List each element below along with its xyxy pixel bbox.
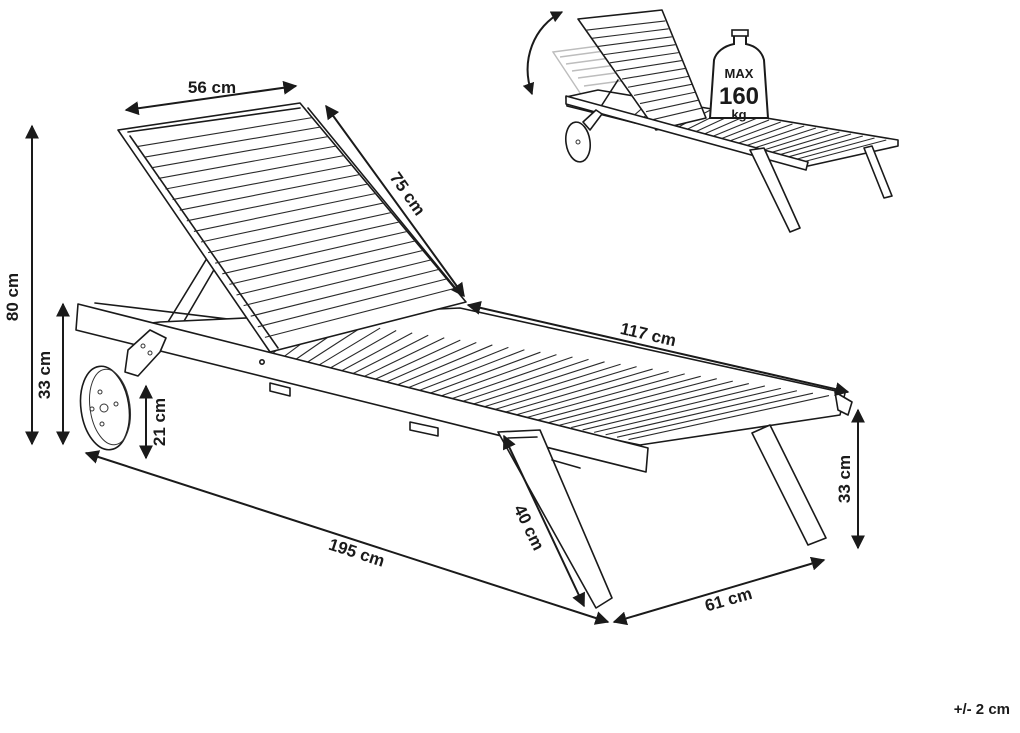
inset-backrest-slat [597,36,672,48]
seat-slat [318,329,397,375]
label-frame-height: 33 cm [35,351,54,399]
inset-backrest-slat [621,67,686,80]
inset-backrest-slat [615,59,682,72]
backrest-slat [151,135,329,169]
inset-seat-slat [739,125,805,149]
weight-value: 160 [719,83,759,110]
inset-backrest-slat [639,91,696,105]
inset-seat-slat [756,129,828,153]
inset-backrest-slat [651,107,702,121]
seat-slat [352,337,445,383]
inset-seat-slat [730,123,793,147]
backrest-slat [165,154,345,190]
inset-backrest-slat [591,28,669,39]
weight-limit-icon: MAX 160 kg [708,29,770,122]
main-lounger-drawing [75,102,853,609]
inset-backrest-slat [609,52,679,64]
label-wheel-height: 21 cm [150,398,169,446]
seat-slat [616,392,814,438]
seat-slat [628,395,830,441]
label-backrest-width: 56 cm [188,78,236,97]
seat-slat [330,332,413,378]
inset-seat-slat [799,139,887,164]
inset-seat-slat [790,137,875,162]
backrest-slat [137,116,313,148]
label-front-height: 33 cm [835,455,854,503]
seat-slat [341,334,429,380]
inset-backrest-slat [633,83,692,96]
inset-backrest-slat [645,99,699,113]
inset-seat-slat [722,121,781,145]
dimension-lines [25,80,865,626]
backrest-slat [172,164,353,201]
inset-lounger-drawing: MAX 160 kg [522,9,899,233]
weight-max-label: MAX [725,66,754,81]
inset-backrest-slats [585,20,702,121]
inset-seat-slat [713,119,770,143]
inset-backrest-slat [585,20,666,31]
label-total-height: 80 cm [3,273,22,321]
inset-seat-slat [748,127,817,151]
inset-seat-slat [782,135,863,160]
inset-backrest-slat [603,44,676,56]
inset-seat-slat [773,133,852,157]
backrest-slat [144,126,321,158]
inset-seat-slat [765,131,840,155]
seat-slat [364,339,461,385]
seat-slat [605,390,798,436]
backrest-slat [158,145,337,179]
seat-slat [375,342,477,388]
inset-backrest-slat [627,75,689,88]
weight-unit: kg [731,107,746,122]
tolerance-note: +/- 2 cm [954,701,1010,718]
